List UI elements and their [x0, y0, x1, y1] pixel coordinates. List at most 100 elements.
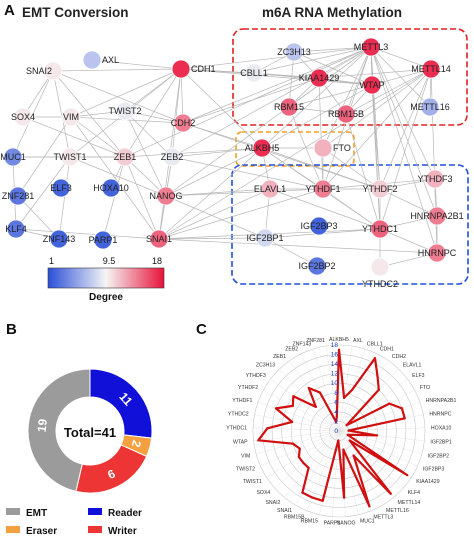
network-edge [17, 195, 60, 240]
radar-category-label: HNRNPC [429, 411, 451, 417]
radar-category-label: RBM15 [301, 519, 318, 525]
radar-point [311, 496, 314, 499]
network-edge [180, 46, 372, 70]
radar-category-label: CDH1 [380, 347, 394, 353]
node-mettl14 [421, 59, 441, 79]
node-cdh1 [171, 59, 191, 79]
network-edge [253, 46, 372, 74]
radar-category-label: TWIST1 [243, 479, 262, 485]
network-edge [171, 68, 182, 158]
node-label-twist1: TWIST1 [54, 152, 87, 162]
radar-tick-label: 10 [331, 380, 339, 387]
node-zeb1 [115, 147, 135, 167]
colorbar-mid-label: 9.5 [103, 256, 116, 266]
network-edge [318, 46, 372, 79]
network-edge [371, 68, 432, 86]
network-edge [70, 68, 182, 118]
radar-category-label: ELF3 [412, 373, 425, 379]
network-edge [165, 188, 271, 197]
node-label-ythdf3: YTHDF3 [417, 174, 452, 184]
radar-tick-label: 8 [334, 390, 338, 397]
network-edge [322, 68, 432, 190]
radar-point [350, 388, 354, 392]
network-edge [379, 68, 432, 190]
network-edge [158, 147, 263, 240]
radar-category-label: IGF2BP2 [428, 453, 449, 459]
node-zeb2 [162, 147, 182, 167]
legend-label-emt: EMT [26, 508, 47, 519]
network-edge [269, 188, 381, 230]
network-edge [69, 156, 167, 197]
radar-spoke [270, 378, 340, 432]
radar-spoke [338, 430, 359, 515]
node-axl [82, 50, 102, 70]
network-edge [379, 68, 432, 230]
node-igf2bp3 [309, 216, 329, 236]
node-label-ythdc2: YTHDC2 [362, 279, 398, 289]
radar-point [351, 433, 354, 436]
radar-category-label: HNRNPA2B1 [426, 398, 457, 404]
radar-category-label: ZNF143 [292, 341, 311, 347]
network-edge [370, 46, 432, 70]
network-edge [17, 116, 72, 197]
donut-slice-emt [27, 368, 91, 492]
node-label-hnrnpa2b1: HNRNPA2B1 [410, 211, 463, 221]
network-edge [261, 46, 372, 149]
network-edge [124, 156, 167, 197]
colorbar-min-label: 1 [49, 256, 54, 266]
node-vim [61, 107, 81, 127]
network-edge [124, 110, 173, 158]
radar-category-label: AXL [353, 338, 363, 344]
radar-spoke [279, 368, 340, 432]
radar-category-label: IGF2BP1 [430, 440, 451, 446]
node-igf2bp1 [255, 228, 275, 248]
radar-point [389, 492, 392, 495]
donut-center-total: Total=41 [64, 425, 116, 440]
node-hoxa10 [101, 178, 121, 198]
node-label-wtap: WTAP [359, 80, 384, 90]
radar-point [292, 395, 295, 398]
radar-point [290, 420, 294, 424]
network-edge [264, 237, 318, 267]
network-edge [158, 68, 432, 240]
network-edge [124, 110, 167, 197]
node-label-rbm15b: RBM15B [328, 109, 364, 119]
radar-tick-label: 4 [334, 409, 338, 416]
radar-point [297, 455, 300, 459]
node-rbm15b [336, 104, 356, 124]
radar-category-label: KIAA1429 [416, 479, 439, 485]
legend-label-reader: Reader [108, 508, 142, 519]
network-edge [379, 188, 438, 217]
radar-point [375, 434, 379, 437]
radar-spoke [338, 345, 353, 432]
network-edge [124, 156, 160, 240]
legend-label-writer: Writer [108, 526, 137, 537]
node-label-ythdf1: YTHDF1 [305, 184, 340, 194]
network-edge [182, 46, 372, 124]
radar-spoke [256, 430, 340, 454]
radar-point [307, 386, 310, 390]
node-igf2bp2 [307, 256, 327, 276]
network-edge [15, 228, 160, 240]
network-edge [288, 84, 373, 108]
node-label-elavl1: ELAVL1 [254, 184, 286, 194]
network-edge [52, 70, 126, 158]
network-edge [318, 77, 324, 190]
radar-category-label: METTL3 [373, 514, 393, 520]
radar-category-label: VIM [241, 453, 250, 459]
node-ythdf1 [313, 179, 333, 199]
network-edge [182, 122, 381, 190]
node-cdh2 [173, 113, 193, 133]
radar-tick-label: 6 [334, 399, 338, 406]
radar-point [403, 417, 406, 420]
network-edge [322, 46, 372, 149]
radar-category-label: NANOG [337, 521, 356, 527]
network-edge [379, 215, 438, 230]
radar-category-label: ZC3H13 [256, 363, 275, 369]
node-wtap [362, 75, 382, 95]
node-label-cbll1: CBLL1 [240, 68, 268, 78]
radar-point [274, 407, 278, 410]
node-znf143 [49, 229, 69, 249]
node-label-parp1: PARP1 [89, 235, 118, 245]
